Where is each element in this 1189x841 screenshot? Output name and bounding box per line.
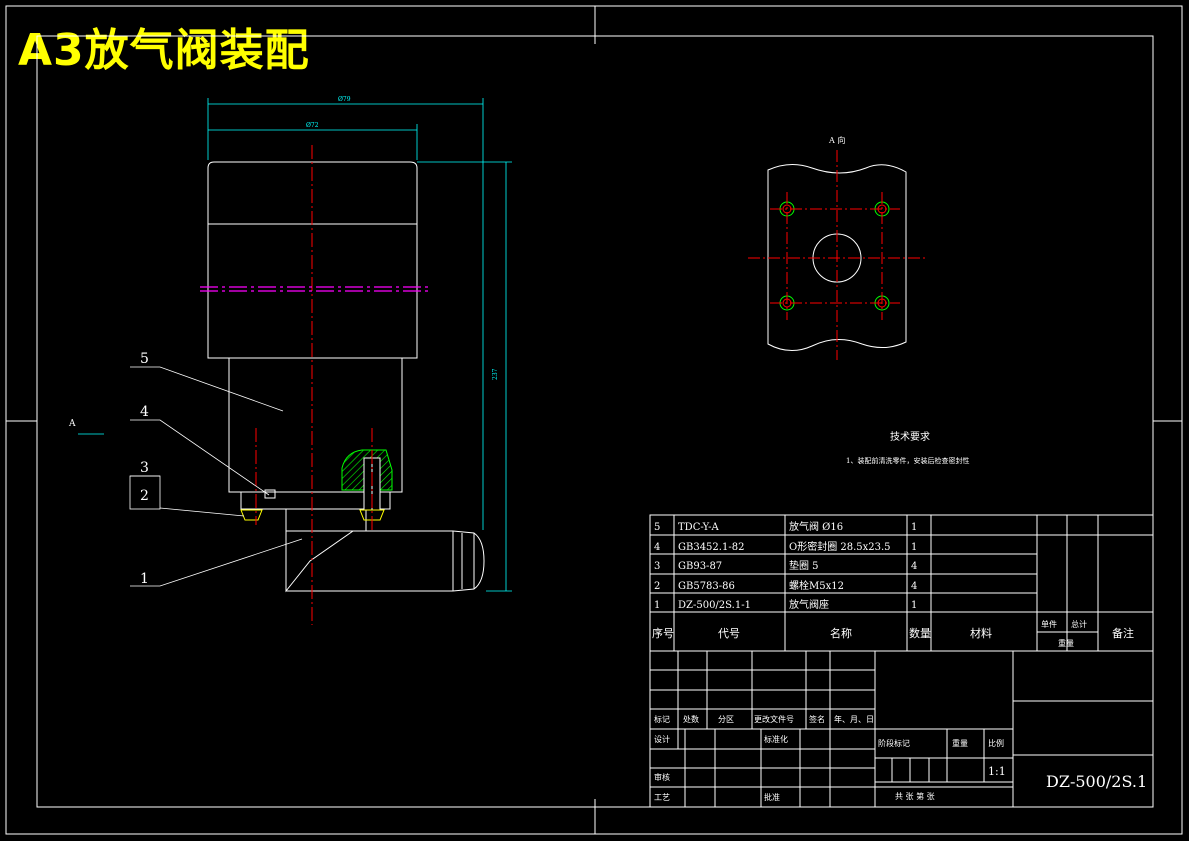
bom-header-remark: 备注	[1112, 626, 1134, 640]
bom-row-1-qty: 1	[911, 600, 917, 611]
valve-body	[207, 161, 485, 593]
tb-change-doc: 更改文件号	[754, 714, 794, 724]
tb-stage: 阶段标记	[878, 738, 910, 748]
tb-date: 年、月、日	[834, 714, 874, 724]
tb-sheets: 共 张 第 张	[895, 791, 935, 801]
bom-row-1-name: 放气阀座	[789, 598, 829, 611]
bom-header-qty: 数量	[909, 627, 931, 640]
bom-row-1-no: 1	[654, 600, 660, 611]
dim-outer-diameter: Ø79	[338, 96, 351, 103]
bom-row-4-qty: 1	[911, 542, 917, 553]
bom-header-total: 总计	[1071, 619, 1087, 629]
tb-count: 处数	[683, 714, 699, 724]
balloon-4: 4	[140, 404, 149, 420]
bom-row-3-no: 3	[654, 561, 660, 572]
center-lines	[255, 145, 373, 625]
bom-row-4-code: GB3452.1-82	[678, 542, 744, 553]
tb-scale-value: 1:1	[988, 765, 1006, 778]
bom-row-2-name: 螺栓M5x12	[789, 579, 844, 592]
bom-row-4-name: O形密封圈 28.5x23.5	[789, 540, 891, 553]
bom-row-3-code: GB93-87	[678, 561, 722, 572]
bom-header-material: 材料	[970, 626, 992, 640]
a-view-holes	[779, 201, 890, 311]
bom-row-2-code: GB5783-86	[678, 581, 735, 592]
balloon-3: 3	[140, 460, 149, 476]
tb-mark: 标记	[654, 714, 670, 724]
balloon-5: 5	[140, 351, 149, 367]
leaders	[129, 366, 303, 587]
sheet-frame	[5, 5, 1183, 835]
tb-standardize: 标准化	[764, 734, 788, 744]
tb-drawing-number: DZ-500/2S.1	[1046, 772, 1147, 791]
balloon-2: 2	[140, 488, 149, 504]
bom-row-3-qty: 4	[911, 561, 917, 572]
drawing-title: A3放气阀装配	[18, 25, 310, 76]
bom-row-2-qty: 4	[911, 581, 917, 592]
tb-zone: 分区	[718, 715, 734, 724]
technical-notes: 技术要求 1、装配前清洗零件，安装后检查密封性	[846, 430, 969, 465]
section-line	[200, 286, 430, 292]
bom-header-code: 代号	[718, 627, 740, 640]
bom-row-5-name: 放气阀 Ø16	[789, 520, 843, 533]
tb-sign: 签名	[809, 714, 825, 724]
bom-header-name: 名称	[830, 626, 852, 640]
bom-rows: 5 TDC-Y-A 放气阀 Ø16 1 4 GB3452.1-82 O形密封圈 …	[654, 520, 917, 611]
a-view-title: A 向	[828, 135, 845, 145]
bom-row-2-no: 2	[654, 581, 660, 592]
dimension-text: Ø79 Ø72 237	[306, 96, 499, 380]
bom-headers: 序号 代号 名称 数量 材料 单件 总计 重量 备注	[652, 619, 1134, 648]
bom-header-weight: 重量	[1058, 638, 1074, 648]
bom-header-single: 单件	[1041, 619, 1057, 629]
balloon-1: 1	[140, 571, 149, 587]
notes-line-1: 1、装配前清洗零件，安装后检查密封性	[846, 456, 969, 465]
tb-craft: 工艺	[654, 793, 670, 802]
tb-design: 设计	[654, 734, 670, 744]
balloon-labels: 5 4 3 2 1	[140, 351, 149, 587]
tb-scale-label: 比例	[988, 738, 1004, 748]
bom-row-1-code: DZ-500/2S.1-1	[678, 600, 751, 611]
a-view-centers	[748, 150, 928, 360]
bom-row-5-qty: 1	[911, 522, 917, 533]
bom-row-4-no: 4	[654, 542, 660, 553]
title-block-labels: 标记 处数 分区 更改文件号 签名 年、月、日 设计 标准化 审核 工艺 批准 …	[654, 714, 1147, 802]
bom-row-5-code: TDC-Y-A	[678, 522, 720, 533]
view-arrow-label: A	[68, 419, 76, 429]
tb-approve: 批准	[764, 792, 780, 802]
dim-inner-diameter: Ø72	[306, 122, 319, 129]
tb-weight: 重量	[952, 738, 968, 748]
bom-row-3-name: 垫圈 5	[789, 559, 819, 572]
notes-title: 技术要求	[890, 430, 930, 443]
tb-review: 审核	[654, 772, 670, 782]
bom-row-5-no: 5	[654, 522, 660, 533]
title-block	[649, 650, 1154, 808]
bom-header-no: 序号	[652, 626, 674, 640]
dim-height: 237	[492, 368, 499, 380]
dimension-lines	[78, 98, 512, 592]
